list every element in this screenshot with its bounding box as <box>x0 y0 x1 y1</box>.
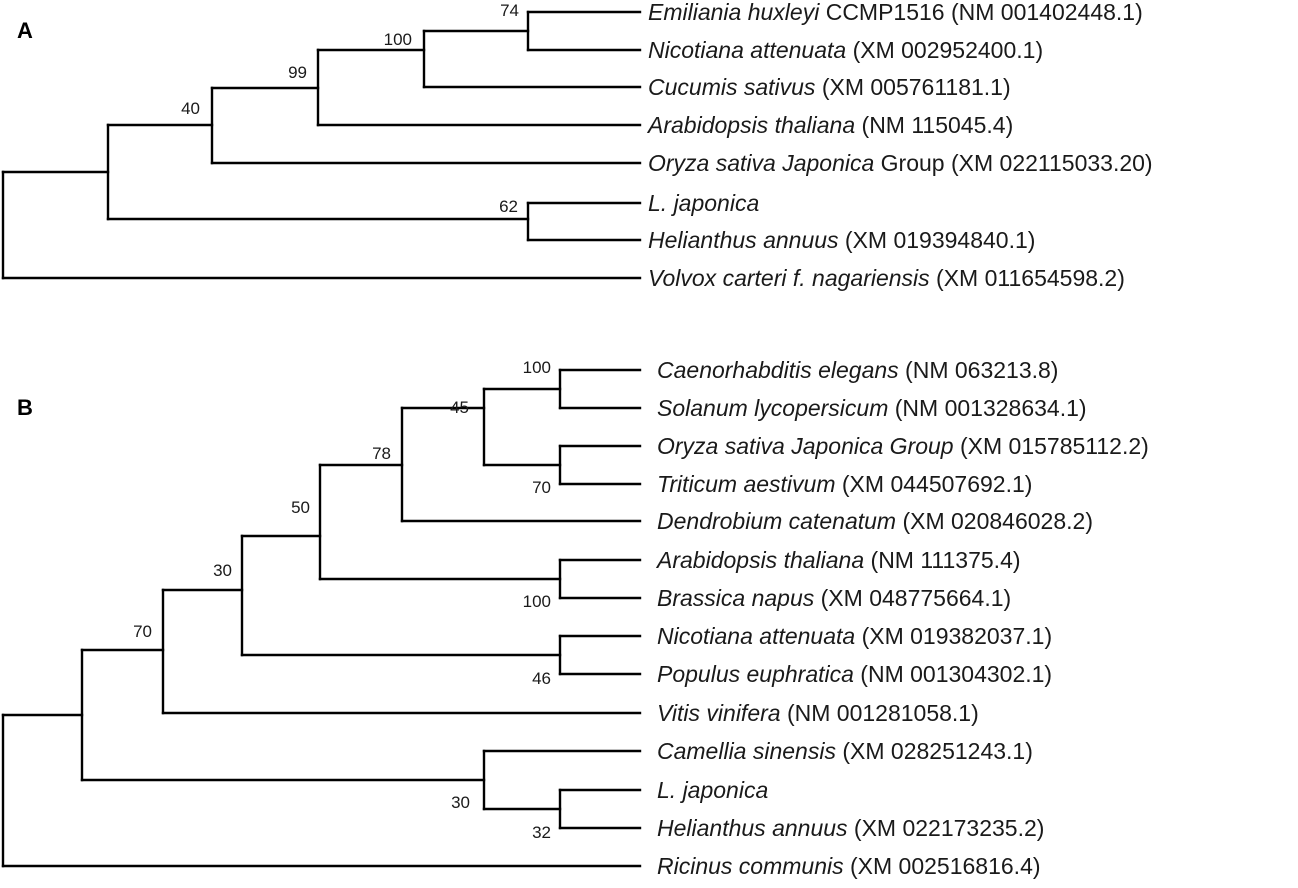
taxon-accession: (XM 028251243.1) <box>836 738 1033 764</box>
taxon-accession: (NM 111375.4) <box>864 547 1020 573</box>
bootstrap-support-value: 30 <box>451 793 470 812</box>
bootstrap-support-value: 50 <box>291 498 310 517</box>
taxon-accession: Group (XM 022115033.20) <box>874 150 1152 176</box>
taxon-name: Emiliania huxleyi <box>648 0 820 25</box>
taxon-label: Helianthus annuus (XM 022173235.2) <box>657 815 1044 841</box>
panel-b-tree: B Caenorhabditis elegans (NM 063213.8) Sol… <box>1 357 1149 879</box>
taxon-accession: (XM 002516816.4) <box>844 853 1041 879</box>
taxon-name: Populus euphratica <box>657 661 854 687</box>
bootstrap-support-value: 100 <box>384 30 412 49</box>
taxon-name: Helianthus annuus <box>657 815 848 841</box>
bootstrap-support-value: 99 <box>288 63 307 82</box>
bootstrap-support-value: 100 <box>523 358 551 377</box>
bootstrap-support-value: 100 <box>523 592 551 611</box>
taxon-label: Dendrobium catenatum (XM 020846028.2) <box>657 508 1093 534</box>
taxon-label: Vitis vinifera (NM 001281058.1) <box>657 700 979 726</box>
taxon-name: Oryza sativa Japonica <box>648 150 874 176</box>
taxon-name: Arabidopsis thaliana <box>646 112 855 138</box>
taxon-accession: (NM 115045.4) <box>855 112 1013 138</box>
bootstrap-support-value: 45 <box>450 398 469 417</box>
taxon-label: Solanum lycopersicum (NM 001328634.1) <box>657 395 1087 421</box>
taxon-name: Helianthus annuus <box>648 227 839 253</box>
taxon-accession: (NM 001328634.1) <box>888 395 1086 421</box>
highlighted-taxon-label: L. japonica <box>648 190 759 216</box>
bootstrap-support-value: 40 <box>181 99 200 118</box>
taxon-label: Triticum aestivum (XM 044507692.1) <box>657 471 1032 497</box>
bootstrap-support-value: 70 <box>133 622 152 641</box>
taxon-label: Nicotiana attenuata (XM 019382037.1) <box>657 623 1052 649</box>
taxon-label: Arabidopsis thaliana (NM 115045.4) <box>646 112 1013 138</box>
taxon-label: Emiliania huxleyi CCMP1516 (NM 001402448… <box>648 0 1143 25</box>
taxon-accession: (XM 048775664.1) <box>814 585 1011 611</box>
bootstrap-support-value: 78 <box>372 444 391 463</box>
taxon-name: Arabidopsis thaliana <box>655 547 864 573</box>
bootstrap-support-value: 62 <box>499 197 518 216</box>
taxon-name: Camellia sinensis <box>657 738 836 764</box>
taxon-accession: (XM 022173235.2) <box>848 815 1045 841</box>
taxon-name: Caenorhabditis elegans <box>657 357 899 383</box>
taxon-accession: (XM 044507692.1) <box>836 471 1033 497</box>
taxon-name: Brassica napus <box>657 585 815 611</box>
panel-label: B <box>17 395 33 420</box>
taxon-name: Solanum lycopersicum <box>657 395 888 421</box>
bootstrap-support-value: 70 <box>532 478 551 497</box>
taxon-label: Oryza sativa Japonica Group (XM 02211503… <box>648 150 1153 176</box>
taxon-label: Cucumis sativus (XM 005761181.1) <box>648 74 1011 100</box>
taxon-name: Ricinus communis <box>657 853 844 879</box>
bootstrap-support-value: 32 <box>532 823 551 842</box>
taxon-accession: (XM 020846028.2) <box>896 508 1093 534</box>
taxon-label: Volvox carteri f. nagariensis (XM 011654… <box>648 265 1125 291</box>
taxon-name: Dendrobium catenatum <box>657 508 896 534</box>
taxon-label: Nicotiana attenuata (XM 002952400.1) <box>648 37 1043 63</box>
taxon-label: Arabidopsis thaliana (NM 111375.4) <box>655 547 1021 573</box>
taxon-name: Cucumis sativus <box>648 74 816 100</box>
panel-a-tree: A Emiliania huxleyi CCMP1516 (NM 00140244… <box>1 0 1153 291</box>
taxon-name: Volvox carteri f. nagariensis <box>648 265 930 291</box>
taxon-name: Triticum aestivum <box>657 471 836 497</box>
taxon-label: Helianthus annuus (XM 019394840.1) <box>648 227 1035 253</box>
taxon-label: Camellia sinensis (XM 028251243.1) <box>657 738 1033 764</box>
taxon-accession: (XM 011654598.2) <box>930 265 1125 291</box>
taxon-accession: (NM 001304302.1) <box>854 661 1052 687</box>
taxon-name: L. japonica <box>657 777 768 803</box>
taxon-name: Nicotiana attenuata <box>657 623 855 649</box>
taxon-label: Populus euphratica (NM 001304302.1) <box>657 661 1052 687</box>
taxon-accession: (NM 001281058.1) <box>781 700 979 726</box>
bootstrap-support-value: 74 <box>500 1 519 20</box>
taxon-label: Ricinus communis (XM 002516816.4) <box>657 853 1041 879</box>
taxon-accession: CCMP1516 (NM 001402448.1) <box>819 0 1142 25</box>
taxon-accession: (XM 019382037.1) <box>855 623 1052 649</box>
highlighted-taxon-label: L. japonica <box>657 777 768 803</box>
taxon-name: Vitis vinifera <box>657 700 781 726</box>
taxon-accession: (XM 019394840.1) <box>839 227 1036 253</box>
taxon-accession: (XM 005761181.1) <box>815 74 1010 100</box>
taxon-name: Oryza sativa Japonica Group <box>657 433 954 459</box>
taxon-label: Oryza sativa Japonica Group (XM 01578511… <box>657 433 1149 459</box>
taxon-label: Brassica napus (XM 048775664.1) <box>657 585 1011 611</box>
taxon-accession: (XM 002952400.1) <box>846 37 1043 63</box>
taxon-label: Caenorhabditis elegans (NM 063213.8) <box>657 357 1058 383</box>
bootstrap-support-value: 30 <box>213 561 232 580</box>
bootstrap-support-value: 46 <box>532 669 551 688</box>
taxon-name: L. japonica <box>648 190 759 216</box>
panel-label: A <box>17 18 33 43</box>
taxon-accession: (NM 063213.8) <box>899 357 1059 383</box>
taxon-accession: (XM 015785112.2) <box>954 433 1149 459</box>
taxon-name: Nicotiana attenuata <box>648 37 846 63</box>
